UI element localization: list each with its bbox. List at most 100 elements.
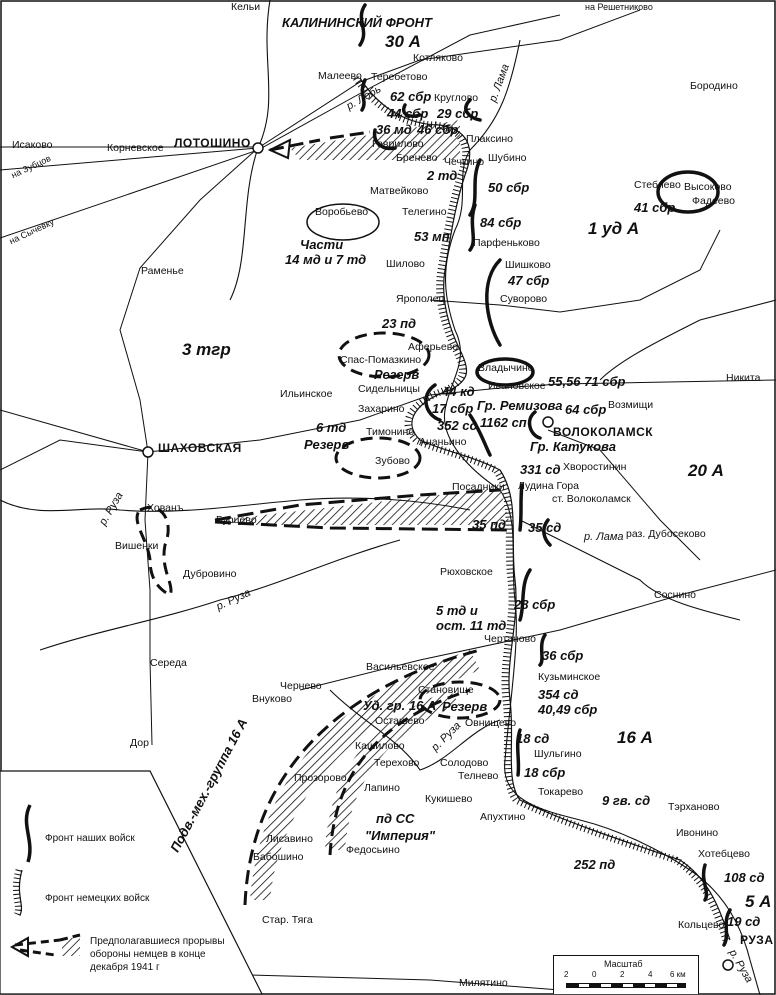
place-label: Спас-Помазкино bbox=[340, 354, 422, 366]
place-label: Телегино bbox=[402, 206, 447, 218]
place-label: Возмищи bbox=[608, 399, 654, 411]
legend-breakthrough-2: обороны немцев в конце bbox=[90, 949, 206, 960]
road-east bbox=[0, 379, 776, 453]
place-label: Исаково bbox=[12, 139, 53, 151]
place-label: Воробьево bbox=[315, 206, 369, 218]
unit-label: пд СС bbox=[376, 811, 415, 826]
river-ruza-upper bbox=[0, 497, 471, 512]
place-label: Лапино bbox=[364, 782, 400, 794]
river-ruza-2 bbox=[39, 539, 401, 651]
unit-label: 44 сбр bbox=[387, 106, 429, 121]
our-front bbox=[358, 3, 732, 947]
place-label: Шишково bbox=[505, 259, 551, 271]
unit-label: 46 сбр bbox=[417, 122, 459, 137]
unit-label: 17 сбр bbox=[432, 401, 474, 416]
place-label: Теребетово bbox=[371, 71, 428, 83]
unit-label: 41 сбр bbox=[634, 200, 676, 215]
place-label: Хованъ bbox=[147, 502, 184, 514]
scale-tick: 6 км bbox=[670, 970, 686, 979]
place-label: Фадеево bbox=[692, 195, 735, 207]
unit-label: 2 тд bbox=[427, 168, 458, 183]
unit-label: "Империя" bbox=[365, 828, 436, 843]
scale-title: Масштаб bbox=[604, 959, 643, 969]
place-label: Высоково bbox=[684, 181, 732, 193]
place-label: Матвейково bbox=[370, 185, 429, 197]
place-label: Овнищево bbox=[465, 717, 517, 729]
unit-label: 36 мд bbox=[376, 122, 412, 137]
road-volokolamsk-se bbox=[547, 429, 701, 561]
road-sosnino bbox=[299, 569, 776, 691]
town-label: ВОЛОКОЛАМСК bbox=[553, 425, 654, 439]
place-label: Шубино bbox=[488, 152, 527, 164]
unit-label: 18 сбр bbox=[524, 765, 566, 780]
place-label: Кольцево bbox=[678, 919, 725, 931]
place-label: Лудина Гора bbox=[518, 480, 579, 492]
unit-label: 84 сбр bbox=[480, 215, 522, 230]
unit-label: 5 А bbox=[745, 892, 772, 911]
unit-label: 5 тд и bbox=[436, 603, 478, 618]
place-label: Терехово bbox=[374, 757, 420, 769]
place-label: Середа bbox=[150, 657, 187, 669]
legend-our-front-symbol bbox=[24, 804, 32, 863]
place-label: Корневское bbox=[107, 142, 164, 154]
place-label: Рюховское bbox=[440, 566, 493, 578]
unit-label: 331 сд bbox=[520, 462, 561, 477]
place-label: Телнево bbox=[458, 770, 499, 782]
place-label: Дор bbox=[130, 737, 149, 749]
place-label: на Решетниково bbox=[585, 2, 653, 12]
town-markers bbox=[142, 142, 734, 971]
legend-german-front: Фронт немецких войск bbox=[45, 893, 150, 904]
place-label: Бренево bbox=[396, 152, 438, 164]
unit-label: 35 пд bbox=[472, 517, 507, 532]
legend-breakthrough-3: декабря 1941 г bbox=[90, 962, 160, 973]
unit-label: Резерв bbox=[304, 437, 350, 452]
legend: Фронт наших войск Фронт немецких войск П… bbox=[0, 770, 300, 995]
place-label: Чернево bbox=[280, 680, 322, 692]
unit-label: 16 А bbox=[617, 728, 653, 747]
place-label: Лисавино bbox=[266, 833, 313, 845]
scale-tick: 0 bbox=[592, 970, 597, 979]
place-label: Захарино bbox=[358, 403, 405, 415]
place-label: Бурцево bbox=[216, 514, 257, 526]
place-label: Кашилово bbox=[355, 740, 405, 752]
place-label: Суворово bbox=[500, 293, 548, 305]
place-label: Посадники bbox=[452, 481, 505, 493]
place-label: Милятино bbox=[459, 977, 508, 989]
road-reshetnikovo bbox=[257, 9, 641, 149]
place-label: Бородино bbox=[690, 80, 738, 92]
place-label: Ивонино bbox=[676, 827, 719, 839]
unit-label: Гр. Катукова bbox=[530, 439, 616, 454]
town-label: РУЗА bbox=[740, 933, 774, 947]
place-label: Никита bbox=[726, 372, 761, 384]
unit-label: 44 кд bbox=[442, 384, 475, 399]
unit-label: 40,49 сбр bbox=[538, 702, 598, 717]
unit-label: 18 сд bbox=[516, 731, 550, 746]
place-label: Ананьино bbox=[419, 436, 467, 448]
roads bbox=[0, 9, 776, 991]
place-label: Зубово bbox=[375, 455, 410, 467]
unit-label: 36 сбр bbox=[542, 648, 584, 663]
unit-label: 352 сд bbox=[437, 418, 478, 433]
place-label: Котляково bbox=[413, 52, 463, 64]
place-label: Вишенки bbox=[115, 540, 159, 552]
place-label: Шульгино bbox=[534, 748, 582, 760]
unit-label: 64 сбр bbox=[565, 402, 607, 417]
unit-label: 3 тгр bbox=[182, 340, 231, 359]
place-label: Плаксино bbox=[466, 133, 513, 145]
town-label: ШАХОВСКАЯ bbox=[158, 441, 242, 455]
place-label: Тимонино bbox=[366, 426, 415, 438]
place-label: Прозорово bbox=[294, 772, 347, 784]
unit-label: 6 тд bbox=[316, 420, 347, 435]
place-label: Чертаново bbox=[484, 633, 536, 645]
river-lama-2 bbox=[519, 519, 741, 621]
place-label: Ильинское bbox=[280, 388, 333, 400]
place-label: Стар. Тяга bbox=[262, 914, 313, 926]
unit-label: КАЛИНИНСКИЙ ФРОНТ bbox=[282, 15, 432, 30]
scale-tick: 2 bbox=[564, 970, 569, 979]
unit-label: 29 сбр bbox=[437, 106, 479, 121]
place-label: Кузьминское bbox=[538, 671, 601, 683]
unit-label: 28 сбр bbox=[514, 597, 556, 612]
road-south bbox=[119, 147, 259, 746]
